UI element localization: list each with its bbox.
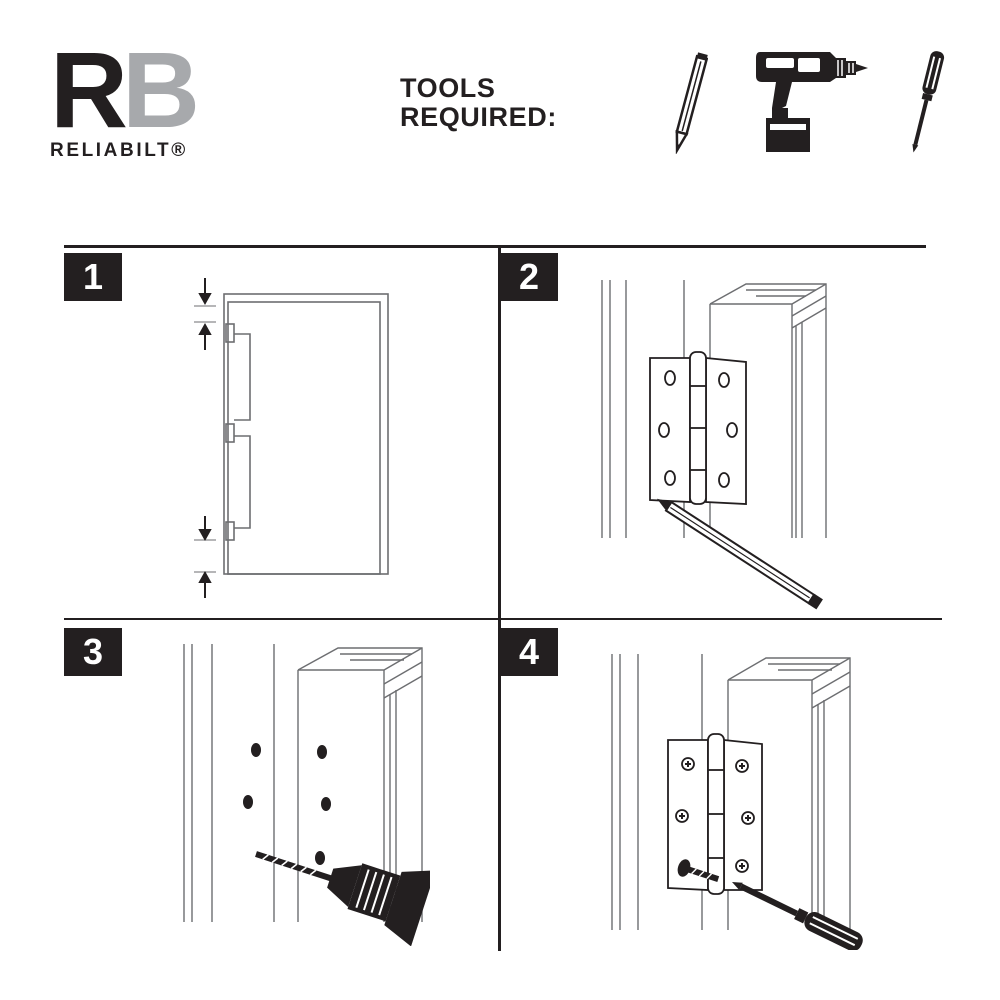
tools-title-line-2: REQUIRED:	[400, 102, 557, 132]
step-4-illustration	[611, 654, 863, 950]
logo-letter-r: R	[50, 29, 128, 150]
grid-top-rule	[64, 245, 926, 248]
brand-name: RELIABILT®	[50, 140, 188, 161]
tools-title-line-1: TOOLS	[400, 73, 496, 103]
brand-logo: R B RELIABILT®	[50, 36, 220, 168]
step-1-badge: 1	[64, 253, 122, 301]
grid-middle-rule-right	[498, 618, 942, 620]
logo-monogram: R B	[50, 36, 220, 144]
logo-letter-b: B	[122, 29, 200, 150]
step-4-badge: 4	[500, 628, 558, 676]
grid-middle-rule-left	[64, 618, 500, 620]
step-2-badge: 2	[500, 253, 558, 301]
grid-vertical-rule	[498, 245, 501, 951]
pencil-icon	[675, 52, 708, 154]
power-drill-icon	[756, 52, 868, 152]
screwdriver-icon	[912, 51, 945, 153]
step-3-illustration	[183, 644, 430, 946]
step-2-illustration	[601, 280, 827, 610]
step-1-illustration	[194, 278, 389, 598]
step-3-badge: 3	[64, 628, 122, 676]
tools-required-title: TOOLS REQUIRED:	[400, 74, 557, 132]
